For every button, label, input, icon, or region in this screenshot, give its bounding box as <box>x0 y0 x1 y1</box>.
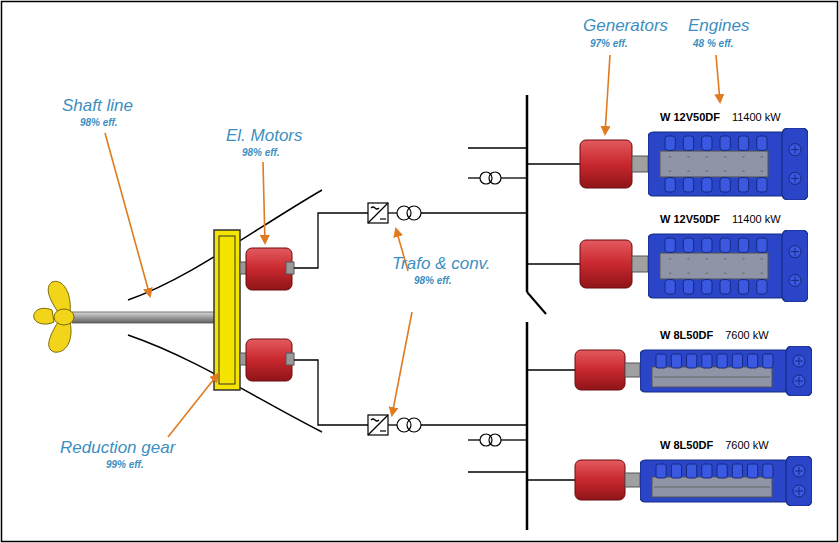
engine-drawing <box>640 456 812 506</box>
converter-symbol <box>368 203 388 435</box>
efficiency-label: 97% eff. <box>590 38 628 49</box>
bus-bar <box>527 95 546 530</box>
efficiency-label: 98% eff. <box>414 275 452 286</box>
engine-unit: W 12V50DF 11400 kW <box>648 210 808 302</box>
reduction-gear <box>214 230 240 390</box>
generator <box>575 460 640 500</box>
generator <box>580 240 648 288</box>
engine-unit: W 8L50DF 7600 kW <box>640 436 812 506</box>
callout-label: Shaft line <box>62 96 133 116</box>
callout-label: Engines <box>688 16 749 36</box>
engine-drawing <box>640 346 812 396</box>
engine-model: W 8L50DF <box>660 439 713 451</box>
electric-motor <box>240 339 294 381</box>
engine-model: W 12V50DF <box>660 111 720 123</box>
callout-label: Trafo & conv. <box>392 254 491 274</box>
electric-motor <box>240 248 294 290</box>
engine-power: 7600 kW <box>725 329 768 341</box>
engine-drawing <box>648 230 808 302</box>
generator <box>580 140 648 188</box>
callout-label: Generators <box>583 16 668 36</box>
power-wire <box>294 213 527 425</box>
propeller <box>34 281 74 352</box>
engine-model: W 8L50DF <box>660 329 713 341</box>
engine-unit: W 8L50DF 7600 kW <box>640 326 812 396</box>
shaft <box>72 312 216 323</box>
efficiency-label: 98% eff. <box>80 117 118 128</box>
callout-label: El. Motors <box>226 126 303 146</box>
feeder-line <box>468 148 580 480</box>
engine-model: W 12V50DF <box>660 213 720 225</box>
engine-power: 11400 kW <box>732 111 781 123</box>
engine-heading: W 12V50DF 11400 kW <box>648 108 808 126</box>
generator <box>575 350 640 390</box>
transformer-symbol <box>397 172 501 446</box>
engine-heading: W 8L50DF 7600 kW <box>640 436 812 454</box>
engine-power: 7600 kW <box>725 439 768 451</box>
engine-drawing <box>648 128 808 200</box>
engine-unit: W 12V50DF 11400 kW <box>648 108 808 200</box>
engine-heading: W 8L50DF 7600 kW <box>640 326 812 344</box>
efficiency-label: 48 % eff. <box>693 38 733 49</box>
efficiency-label: 99% eff. <box>106 459 144 470</box>
engine-power: 11400 kW <box>732 213 781 225</box>
efficiency-label: 98% eff. <box>242 147 280 158</box>
callout-label: Reduction gear <box>60 438 175 458</box>
engine-heading: W 12V50DF 11400 kW <box>648 210 808 228</box>
leader-arrow <box>105 55 720 437</box>
